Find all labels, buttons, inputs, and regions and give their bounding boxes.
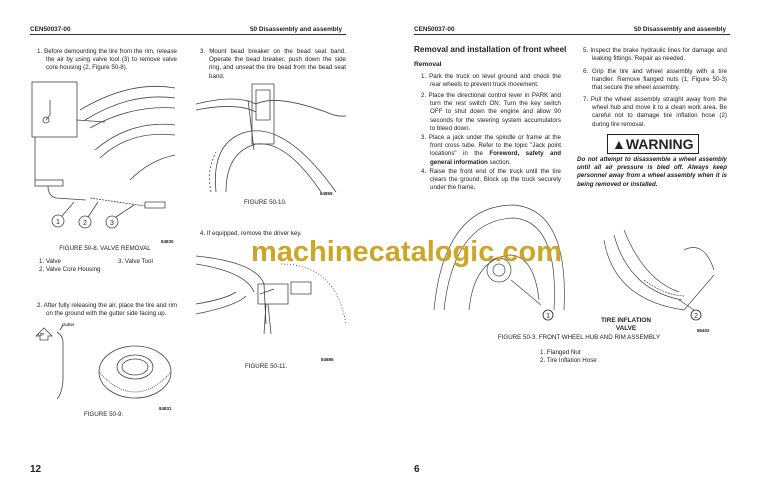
callout-3: 3 bbox=[110, 220, 114, 227]
legend-item: 2. Tire Inflation Hose bbox=[540, 357, 597, 364]
right-step-1: 1. Park the truck on level ground and ch… bbox=[421, 73, 561, 89]
right-step-2: 2. Place the directional control lever i… bbox=[421, 92, 561, 132]
callout-2: 2 bbox=[83, 220, 87, 227]
left-section-title: 50 Disassembly and assembly bbox=[250, 26, 343, 33]
figure-id: 84685 bbox=[321, 357, 334, 362]
figure-id: 84831 bbox=[159, 406, 172, 411]
step-2: 2. After fully releasing the air, place … bbox=[37, 302, 177, 318]
figure-id: 84859 bbox=[320, 191, 333, 196]
right-doc-id: CEN50037-00 bbox=[414, 26, 455, 33]
gutter-label: Gutter bbox=[62, 322, 75, 327]
watermark: machinecatalogic.com bbox=[251, 236, 563, 268]
figure-50-8-illustration: 1 2 3 bbox=[31, 81, 176, 229]
figure-50-3-illustration: 1 2 bbox=[433, 204, 715, 321]
figure-id: 86402 bbox=[697, 328, 710, 333]
callout-1: 1 bbox=[56, 219, 60, 226]
figure-50-3-caption: FIGURE 50-3. FRONT WHEEL HUB AND RIM ASS… bbox=[497, 334, 661, 341]
right-step-3: 3. Place a jack under the spindle or fra… bbox=[421, 134, 561, 167]
legend-item: 1. Valve bbox=[39, 258, 61, 265]
subheading-removal: Removal bbox=[414, 61, 442, 68]
tire-inflation-valve-label: TIRE INFLATION VALVE bbox=[601, 317, 651, 332]
legend-item: 2. Valve Core Housing bbox=[39, 266, 101, 273]
legend-item: 3. Valve Tool bbox=[118, 258, 153, 265]
figure-50-9-illustration: UP Gutter bbox=[35, 322, 172, 400]
callout-1: 1 bbox=[546, 313, 550, 320]
step-3-text-end: section. bbox=[487, 158, 511, 166]
right-step-4: 4. Raise the front end of the truck unti… bbox=[421, 168, 561, 192]
callout-2: 2 bbox=[694, 313, 698, 320]
page-number-right: 6 bbox=[414, 464, 420, 475]
warning-label-box: ▲WARNING bbox=[607, 134, 699, 154]
warning-label: WARNING bbox=[625, 136, 694, 152]
section-heading: Removal and installation of front wheel bbox=[414, 45, 567, 54]
step-4: 4. If equipped, remove the driver key. bbox=[200, 230, 302, 237]
step-1: 1. Before demounting the tire from the r… bbox=[37, 48, 177, 72]
right-step-7: 7. Pull the wheel assembly straight away… bbox=[583, 96, 727, 128]
figure-50-11-illustration bbox=[196, 255, 346, 335]
header-rule bbox=[414, 34, 730, 35]
foreword-reference: Foreword, safety and general information bbox=[430, 150, 562, 166]
right-step-6: 6. Grip the tire and wheel assembly with… bbox=[583, 68, 727, 92]
right-step-5: 5. Inspect the brake hydraulic lines for… bbox=[583, 47, 727, 63]
figure-50-9-caption: FIGURE 50-9. bbox=[84, 411, 124, 418]
figure-50-10-illustration bbox=[196, 83, 346, 193]
right-section-title: 50 Disassembly and assembly bbox=[634, 26, 727, 33]
figure-id: 84830 bbox=[161, 239, 174, 244]
figure-50-10-caption: FIGURE 50-10. bbox=[244, 199, 287, 206]
legend-item: 1. Flanged Nut bbox=[540, 349, 581, 356]
figure-50-11-caption: FIGURE 50-11. bbox=[245, 363, 288, 370]
up-label: UP bbox=[38, 332, 44, 337]
step-3: 3. Mount bead breaker on the bead seat b… bbox=[200, 48, 346, 80]
warning-triangle-icon: ▲ bbox=[612, 136, 626, 152]
page-number-left: 12 bbox=[30, 464, 42, 475]
header-rule bbox=[30, 34, 346, 35]
step-3-text: 3. Place a jack under the spindle or fra… bbox=[421, 134, 561, 158]
figure-50-8-caption: FIGURE 50-8. VALVE REMOVAL bbox=[59, 245, 151, 252]
warning-text: Do not attempt to disassemble a wheel as… bbox=[577, 156, 727, 188]
left-doc-id: CEN50037-00 bbox=[30, 26, 71, 33]
